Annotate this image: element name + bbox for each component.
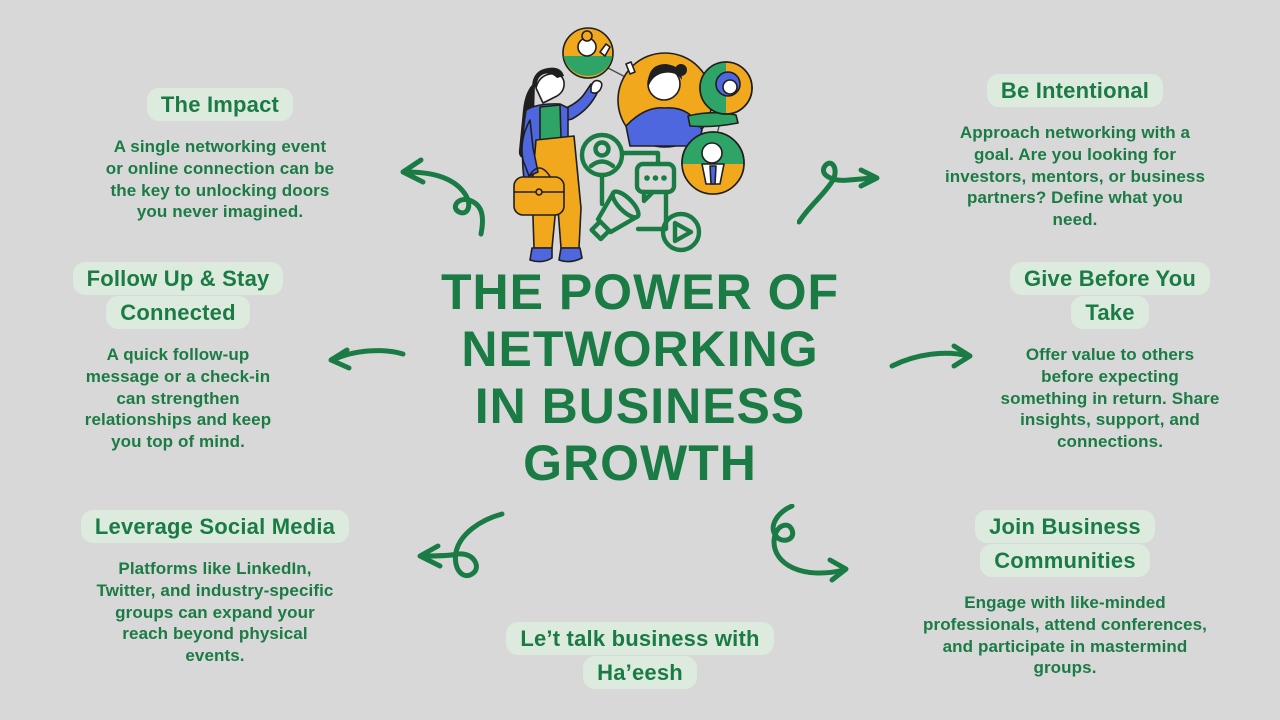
section-follow-up-heading: Follow Up & Stay Connected [48,262,308,330]
section-follow-up-body: A quick follow-up message or a check-in … [84,345,272,452]
avatar-bubble-1 [562,27,614,79]
heading-pill: Follow Up & Stay Connected [72,262,284,330]
megaphone-icon [589,189,641,242]
heading-pill: The Impact [146,88,294,121]
avatar-bubble-4 [681,131,745,195]
section-give-before-take-body: Offer value to others before expecting s… [1000,345,1220,452]
curly-arrow-bottom-right-icon [770,504,849,583]
heading-pill: Join Business Communities [975,510,1155,578]
section-impact: The Impact A single networking event or … [70,88,370,223]
section-social-media-heading: Leverage Social Media [60,510,370,544]
section-give-before-take-heading: Give Before You Take [955,262,1265,330]
heading-pill: Give Before You Take [1009,262,1211,330]
section-impact-body: A single networking event or online conn… [105,137,335,222]
play-button-icon [660,211,702,253]
section-impact-heading: The Impact [70,88,370,122]
page-title: THE POWER OF NETWORKING IN BUSINESS GROW… [440,264,840,491]
section-intentional-heading: Be Intentional [910,74,1240,108]
icon-connector-line [635,189,669,232]
chat-bubble-icon [634,161,677,204]
straight-arrow-right-icon [889,343,973,369]
section-intentional-body: Approach networking with a goal. Are you… [944,123,1206,230]
curly-arrow-top-left-icon [400,157,485,237]
section-give-before-take: Give Before You Take Offer value to othe… [955,262,1265,453]
profile-badge-icon [579,132,625,178]
section-intentional: Be Intentional Approach networking with … [910,74,1240,231]
heading-pill: Be Intentional [986,74,1164,107]
icon-cluster [579,132,702,253]
section-join-communities: Join Business Communities Engage with li… [905,510,1225,679]
woman-figure [513,67,603,263]
curly-arrow-bottom-left-icon [417,511,505,578]
section-join-communities-body: Engage with like-minded professionals, a… [923,593,1207,678]
curly-arrow-top-right-icon [797,160,880,225]
section-social-media: Leverage Social Media Platforms like Lin… [60,510,370,667]
icon-connector-line [620,150,661,166]
section-follow-up: Follow Up & Stay Connected A quick follo… [48,262,308,453]
tagline-pill: Le’t talk business with Ha’eesh [506,622,774,690]
networking-illustration [513,27,753,263]
avatar-bubble-3 [699,61,753,115]
avatar-bubble-2 [617,52,739,148]
section-join-communities-heading: Join Business Communities [905,510,1225,578]
straight-arrow-left-icon [328,347,406,371]
heading-pill: Leverage Social Media [80,510,350,543]
footer-tagline: Le’t talk business with Ha’eesh [460,622,820,690]
footer-tagline-heading: Le’t talk business with Ha’eesh [460,622,820,690]
section-social-media-body: Platforms like LinkedIn, Twitter, and in… [96,559,334,666]
